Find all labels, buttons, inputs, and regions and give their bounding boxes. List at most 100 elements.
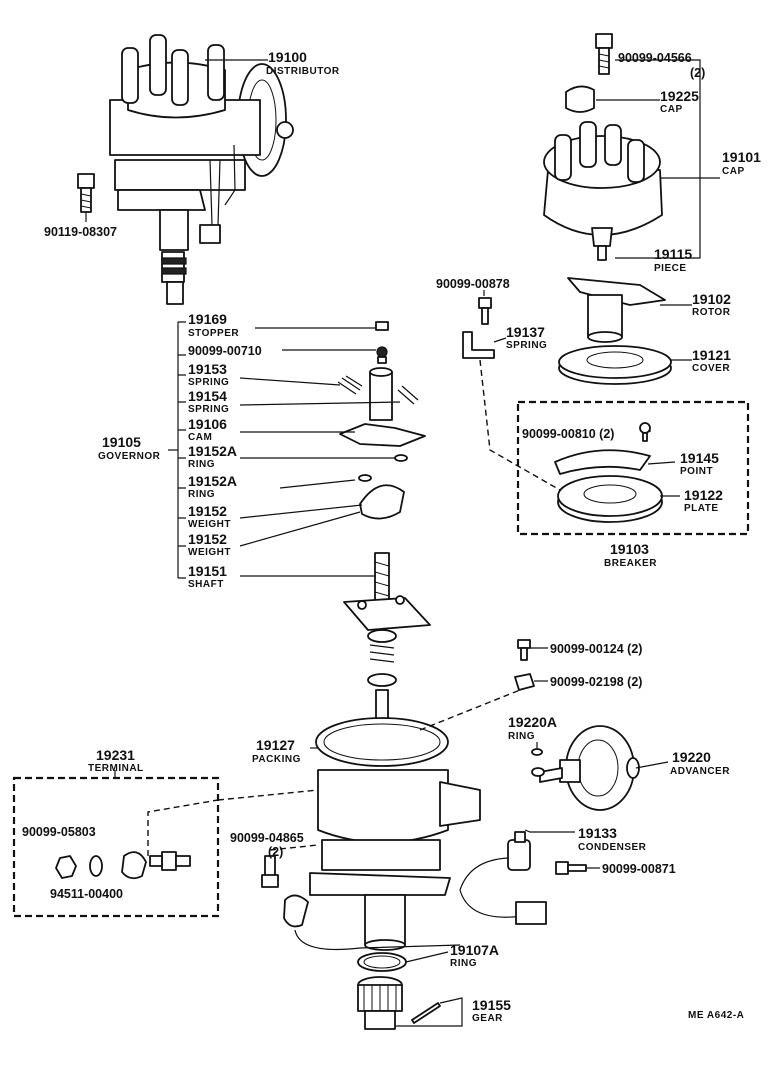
cover-19121-illustration	[558, 345, 672, 385]
svg-text:19152: 19152	[188, 503, 227, 519]
callout-screw-04566: 90099-04566 (2)	[618, 51, 705, 80]
svg-text:19152A: 19152A	[188, 473, 237, 489]
svg-text:90099-04865: 90099-04865	[230, 831, 304, 845]
figure-code: ME A642-A	[688, 1010, 744, 1021]
svg-text:SPRING: SPRING	[506, 340, 547, 351]
callout-screw-00878: 90099-00878	[436, 277, 510, 291]
callout-ring-19152a-2: 19152A RING	[188, 473, 237, 500]
callout-distributor: 19100 DISTRIBUTOR	[266, 49, 340, 77]
svg-text:TERMINAL: TERMINAL	[88, 763, 144, 774]
svg-text:19151: 19151	[188, 563, 227, 579]
callout-piece-19115: 19115 PIECE	[654, 246, 692, 274]
svg-text:19106: 19106	[188, 416, 227, 432]
distributor-housing-illustration	[283, 769, 481, 951]
svg-text:19105: 19105	[102, 434, 141, 450]
callout-breaker-19103: 19103 BREAKER	[604, 541, 657, 569]
callout-condenser-19133: 19133 CONDENSER	[578, 825, 647, 853]
svg-text:RING: RING	[188, 489, 215, 500]
terminal-group-box	[12, 776, 220, 918]
callout-bolt-90119: 90119-08307	[44, 225, 117, 239]
svg-text:19231: 19231	[96, 747, 135, 763]
callout-spring-19153: 19153 SPRING	[188, 361, 229, 388]
callout-screw-00124: 90099-00124 (2)	[550, 642, 642, 656]
cap-19225-icon	[565, 85, 595, 113]
svg-text:19155: 19155	[472, 997, 511, 1013]
svg-text:(2): (2)	[690, 66, 705, 80]
screw-00871-icon	[555, 861, 587, 875]
svg-text:SHAFT: SHAFT	[188, 579, 224, 590]
bolt-90119-icon	[77, 173, 95, 213]
screw-00878-icon	[478, 297, 492, 325]
callout-ring-19152a-1: 19152A RING	[188, 443, 237, 470]
svg-text:19169: 19169	[188, 311, 227, 327]
callout-cap-19101: 19101 CAP	[722, 149, 761, 177]
svg-text:19145: 19145	[680, 450, 719, 466]
callout-advancer-19220: 19220 ADVANCER	[670, 749, 730, 777]
svg-text:19100: 19100	[268, 49, 307, 65]
breaker-group-box	[516, 400, 750, 536]
assembled-distributor-illustration	[109, 34, 294, 305]
svg-text:19103: 19103	[610, 541, 649, 557]
ring-19220a-icon	[531, 748, 543, 756]
svg-text:19225: 19225	[660, 88, 699, 104]
callout-spring-19154: 19154 SPRING	[188, 388, 229, 415]
screw-04566-icon	[595, 33, 613, 75]
svg-text:BREAKER: BREAKER	[604, 558, 657, 569]
callout-weight-19152-2: 19152 WEIGHT	[188, 531, 231, 558]
callout-weight-19152-1: 19152 WEIGHT	[188, 503, 231, 530]
callout-screw-00871: 90099-00871	[602, 862, 676, 876]
svg-text:RING: RING	[450, 958, 477, 969]
governor-parts-illustration	[337, 321, 426, 520]
svg-text:CAM: CAM	[188, 432, 212, 443]
callout-gear-19155: 19155 GEAR	[472, 997, 511, 1024]
svg-text:CAP: CAP	[722, 166, 745, 177]
screw-00124-icon	[517, 639, 531, 661]
callout-screw-00810: 90099-00810 (2)	[522, 427, 614, 441]
callout-packing-19127: 19127 PACKING	[252, 737, 301, 765]
breaker-plate-illustration	[554, 422, 663, 523]
svg-text:RING: RING	[188, 459, 215, 470]
terminal-parts-illustration	[55, 851, 191, 880]
callout-ring-19107a: 19107A RING	[450, 942, 499, 969]
svg-text:ROTOR: ROTOR	[692, 307, 731, 318]
gear-19155-illustration	[357, 976, 441, 1030]
callout-shaft-19151: 19151 SHAFT	[188, 563, 227, 590]
ring-19107a-illustration	[357, 952, 407, 972]
svg-text:19101: 19101	[722, 149, 761, 165]
spring-19137-icon	[462, 331, 495, 359]
svg-text:19115: 19115	[654, 246, 692, 262]
svg-text:19153: 19153	[188, 361, 227, 377]
svg-text:19152: 19152	[188, 531, 227, 547]
callout-rotor-19102: 19102 ROTOR	[692, 291, 731, 318]
svg-text:WEIGHT: WEIGHT	[188, 519, 231, 530]
callout-governor-19105: 19105 GOVERNOR	[98, 434, 160, 462]
rotor-19102-illustration	[567, 277, 666, 343]
svg-text:WEIGHT: WEIGHT	[188, 547, 231, 558]
svg-text:CAP: CAP	[660, 104, 683, 115]
svg-text:SPRING: SPRING	[188, 377, 229, 388]
svg-text:CONDENSER: CONDENSER	[578, 842, 647, 853]
svg-text:19137: 19137	[506, 324, 545, 340]
svg-text:DISTRIBUTOR: DISTRIBUTOR	[266, 66, 340, 77]
svg-text:PIECE: PIECE	[654, 263, 687, 274]
distributor-cap-illustration	[543, 121, 663, 261]
leader-lines	[85, 59, 720, 1027]
svg-text:19102: 19102	[692, 291, 731, 307]
callout-clip-00710: 90099-00710	[188, 344, 262, 358]
svg-text:19127: 19127	[256, 737, 295, 753]
svg-text:19133: 19133	[578, 825, 617, 841]
svg-text:PACKING: PACKING	[252, 754, 301, 765]
callout-screw-04865: 90099-04865 (2)	[230, 831, 304, 859]
svg-text:19220A: 19220A	[508, 714, 557, 730]
svg-text:19154: 19154	[188, 388, 227, 404]
svg-text:STOPPER: STOPPER	[188, 328, 239, 339]
clip-02198-icon	[514, 673, 535, 691]
callout-point-19145: 19145 POINT	[680, 450, 719, 477]
callout-spring-19137: 19137 SPRING	[506, 324, 547, 351]
svg-text:RING: RING	[508, 731, 535, 742]
callout-terminal-19231: 19231 TERMINAL	[88, 747, 144, 774]
callout-nut-05803: 90099-05803	[22, 825, 96, 839]
callout-cam-19106: 19106 CAM	[188, 416, 227, 443]
svg-text:GEAR: GEAR	[472, 1013, 503, 1024]
